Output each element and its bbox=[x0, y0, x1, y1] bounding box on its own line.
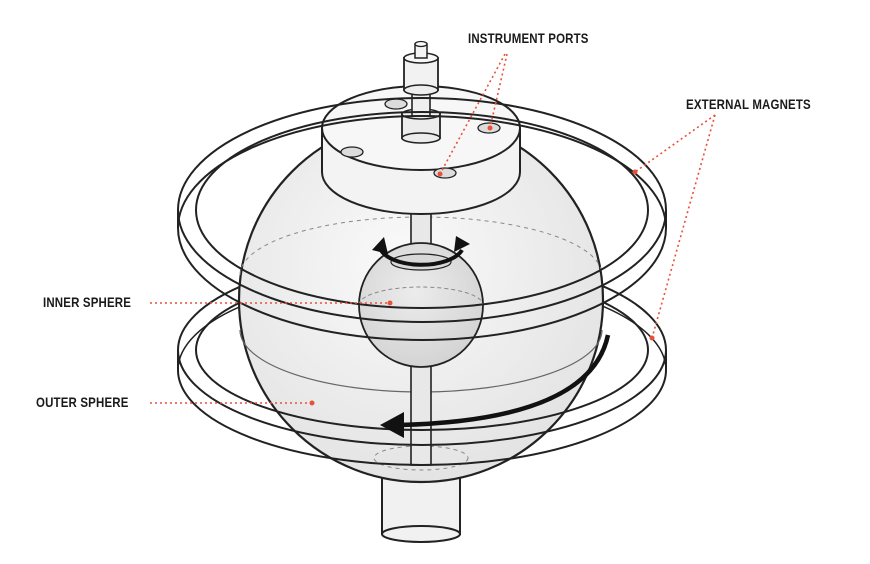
inner-rotation-arrow bbox=[372, 236, 470, 267]
upper-magnet-ring bbox=[177, 97, 667, 341]
label-outer-sphere: OUTER SPHERE bbox=[36, 394, 129, 410]
leader-dots bbox=[309, 125, 655, 406]
label-external-magnets: EXTERNAL MAGNETS bbox=[686, 96, 811, 112]
lower-magnet-ring-front bbox=[177, 349, 667, 466]
outer-rotation-arrow bbox=[380, 334, 611, 438]
leader-lines bbox=[150, 53, 716, 404]
label-inner-sphere: INNER SPHERE bbox=[43, 294, 132, 310]
port-hole bbox=[384, 98, 408, 110]
leader-external-magnet-upper bbox=[634, 114, 716, 173]
leader-external-magnet-lower bbox=[651, 114, 716, 339]
port-hole bbox=[433, 167, 457, 179]
label-instrument-ports: INSTRUMENT PORTS bbox=[468, 30, 589, 46]
top-shaft bbox=[401, 40, 441, 144]
bottom-shaft bbox=[381, 477, 461, 543]
inner-sphere bbox=[358, 242, 484, 368]
port-hole bbox=[340, 146, 364, 158]
